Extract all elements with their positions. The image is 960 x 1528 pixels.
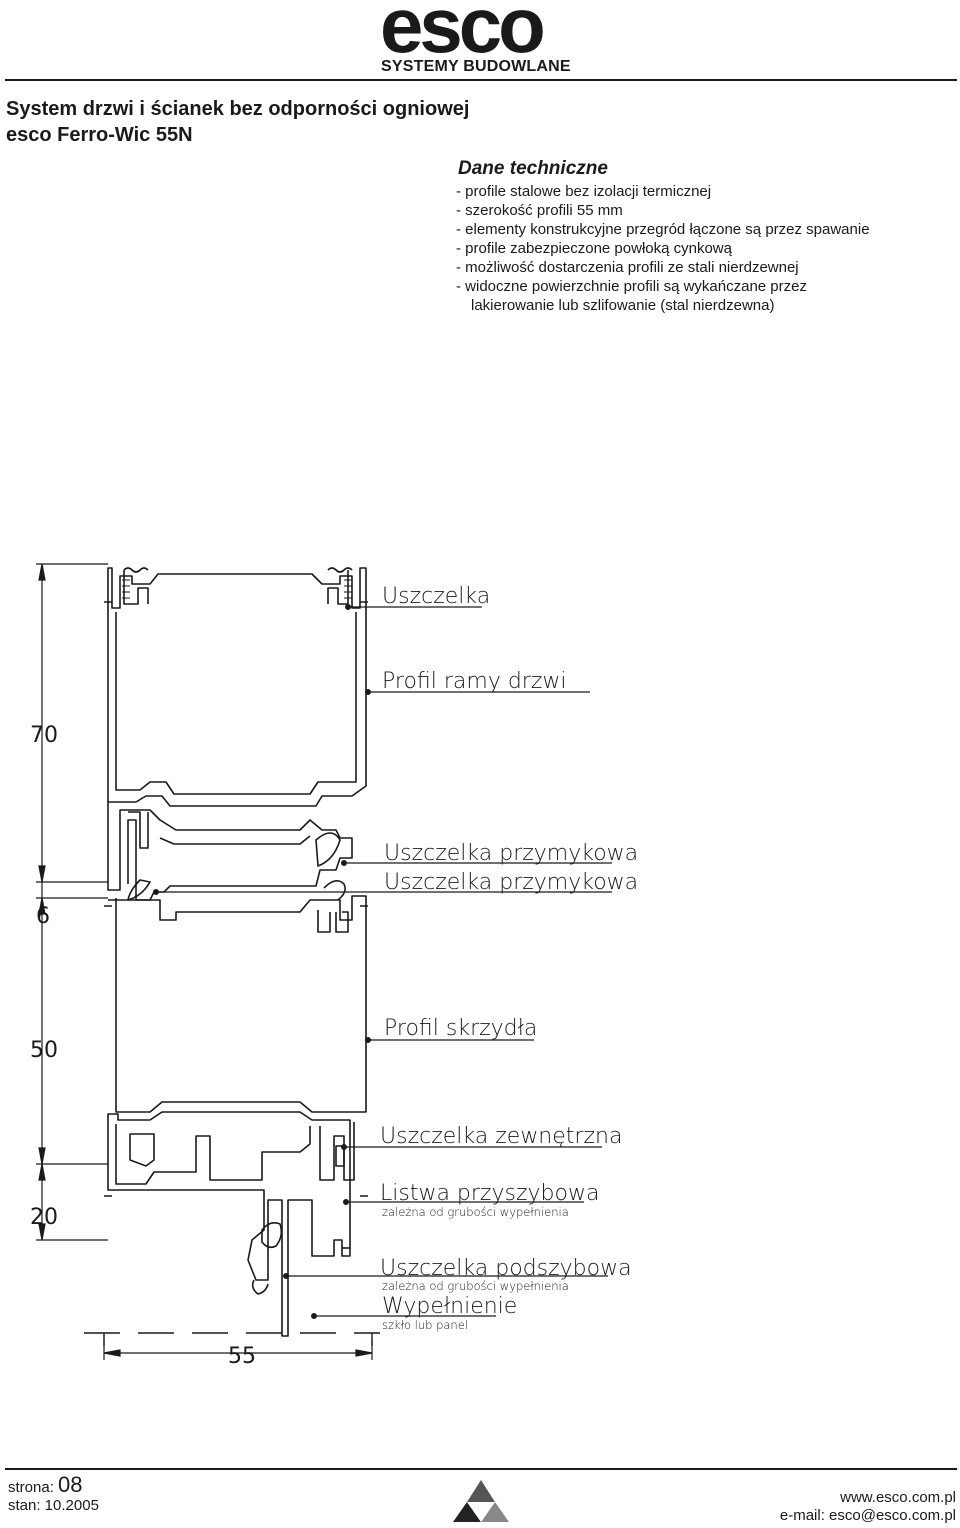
label-glazing-seal: Uszczelka podszybowa xyxy=(380,1256,632,1281)
dimension-sash-height: 50 xyxy=(30,1038,58,1063)
list-item: - profile stalowe bez izolacji termiczne… xyxy=(456,183,712,200)
label-door-frame-profile: Profil ramy drzwi xyxy=(382,669,567,694)
technical-data-heading: Dane techniczne xyxy=(458,158,608,179)
label-outer-seal: Uszczelka zewnętrzna xyxy=(380,1124,622,1149)
title-line-1: System drzwi i ścianek bez odporności og… xyxy=(6,98,470,120)
label-sash-profile: Profil skrzydła xyxy=(384,1016,537,1041)
label-infill: Wypełnienie xyxy=(382,1294,517,1319)
page-number: 08 xyxy=(58,1472,83,1497)
logo-subtitle: SYSTEMY BUDOWLANE xyxy=(381,58,571,75)
footer-divider xyxy=(5,1468,957,1470)
label-infill-note: szkło lub panel xyxy=(382,1318,468,1332)
esco-triangle-logo-icon xyxy=(453,1480,509,1522)
label-glazing-bead-note: zależna od grubości wypełnienia xyxy=(382,1205,569,1219)
dimension-width: 55 xyxy=(228,1344,256,1369)
label-seal: Uszczelka xyxy=(382,584,490,609)
glazing-profile-shape xyxy=(107,1111,351,1337)
document-title: System drzwi i ścianek bez odporności og… xyxy=(6,96,469,148)
label-glazing-bead: Listwa przyszybowa xyxy=(380,1181,599,1206)
list-item: lakierowanie lub szlifowanie (stal nierd… xyxy=(471,297,775,314)
page-info: strona: 08 stan: 10.2005 xyxy=(8,1474,99,1515)
website-link[interactable]: www.esco.com.pl xyxy=(840,1489,956,1506)
list-item: - szerokość profili 55 mm xyxy=(456,202,623,219)
page-label: strona: xyxy=(8,1479,54,1496)
label-closing-seal-2: Uszczelka przymykowa xyxy=(384,870,638,895)
label-glazing-seal-note: zależna od grubości wypełnienia xyxy=(382,1279,569,1293)
logo-wordmark: esco xyxy=(380,0,546,69)
technical-data-list: - profile stalowe bez izolacji termiczne… xyxy=(456,182,956,315)
contact-info: www.esco.com.pl e-mail: esco@esco.com.pl xyxy=(780,1489,956,1525)
dimension-frame-height: 70 xyxy=(30,723,58,748)
dimension-gap: 6 xyxy=(36,904,50,929)
dimension-bottom-height: 20 xyxy=(30,1205,58,1230)
list-item: - widoczne powierzchnie profili są wykań… xyxy=(456,278,807,295)
label-closing-seal-1: Uszczelka przymykowa xyxy=(384,841,638,866)
sash-profile-shape xyxy=(107,802,353,901)
esco-logo: esco SYSTEMY BUDOWLANE xyxy=(380,0,580,75)
document-status: stan: 10.2005 xyxy=(8,1497,99,1514)
title-line-2: esco Ferro-Wic 55N xyxy=(6,124,193,146)
email-link[interactable]: e-mail: esco@esco.com.pl xyxy=(779,1507,956,1524)
list-item: - elementy konstrukcyjne przegród łączon… xyxy=(456,221,870,238)
list-item: - możliwość dostarczenia profili ze stal… xyxy=(456,259,799,276)
list-item: - profile zabezpieczone powłoką cynkową xyxy=(456,240,732,257)
profile-cross-section-drawing: Uszczelka Profil ramy drzwi Uszczelka pr… xyxy=(30,563,638,1369)
technical-data-section: Dane techniczne - profile stalowe bez iz… xyxy=(456,158,956,315)
header-divider xyxy=(5,79,957,81)
